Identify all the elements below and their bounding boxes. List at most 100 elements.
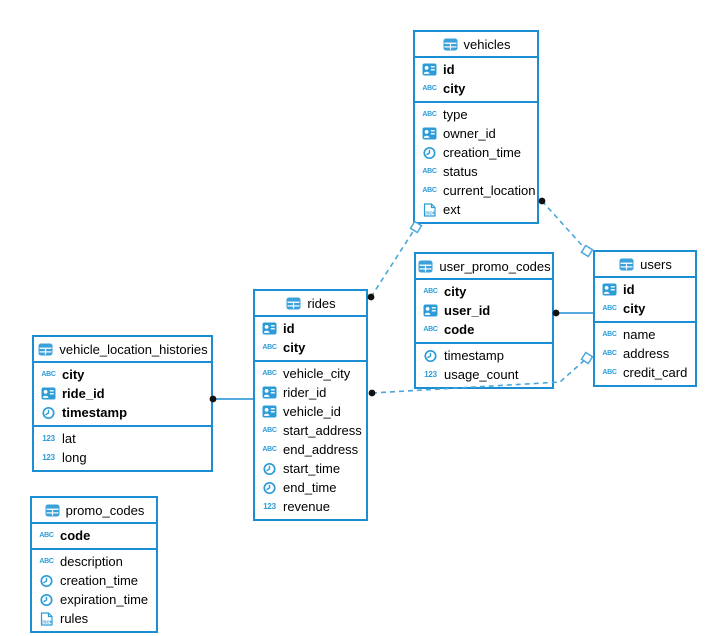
column-label: revenue bbox=[283, 499, 330, 514]
column-row-revenue[interactable]: 123 revenue bbox=[255, 497, 366, 516]
column-row-user_id[interactable]: user_id bbox=[416, 301, 552, 320]
column-label: id bbox=[623, 282, 635, 297]
column-row-ride_id[interactable]: ride_id bbox=[34, 384, 211, 403]
column-row-id[interactable]: id bbox=[415, 60, 537, 79]
column-row-creation_time[interactable]: creation_time bbox=[32, 571, 156, 590]
column-label: usage_count bbox=[444, 367, 519, 382]
table-name: vehicle_location_histories bbox=[59, 341, 208, 357]
column-label: status bbox=[443, 164, 478, 179]
column-row-rider_id[interactable]: rider_id bbox=[255, 383, 366, 402]
column-row-vehicle_id[interactable]: vehicle_id bbox=[255, 402, 366, 421]
timestamp-type-icon bbox=[40, 406, 57, 420]
json-type-icon: JSON bbox=[421, 202, 438, 217]
column-row-long[interactable]: 123 long bbox=[34, 448, 211, 467]
column-label: type bbox=[443, 107, 468, 122]
column-label: long bbox=[62, 450, 87, 465]
table-header[interactable]: vehicles bbox=[415, 32, 537, 56]
column-row-start_time[interactable]: start_time bbox=[255, 459, 366, 478]
number-type-icon: 123 bbox=[42, 453, 55, 462]
table-name: promo_codes bbox=[65, 502, 145, 518]
relationship-diamond-marker bbox=[580, 244, 594, 258]
string-type-icon: ABC bbox=[423, 326, 438, 333]
column-label: user_id bbox=[444, 303, 491, 318]
column-row-creation_time[interactable]: creation_time bbox=[415, 143, 537, 162]
string-type-icon: ABC bbox=[422, 85, 437, 92]
uuid-type-icon bbox=[261, 405, 278, 418]
string-type-icon: ABC bbox=[262, 427, 277, 434]
column-row-owner_id[interactable]: owner_id bbox=[415, 124, 537, 143]
column-label: code bbox=[60, 528, 91, 543]
svg-text:JSON: JSON bbox=[424, 210, 435, 215]
uuid-type-icon bbox=[422, 304, 439, 317]
string-type-icon: ABC bbox=[422, 111, 437, 118]
column-row-city[interactable]: ABC city bbox=[255, 338, 366, 357]
column-row-city[interactable]: ABC city bbox=[415, 79, 537, 98]
column-label: address bbox=[623, 346, 670, 361]
column-row-type[interactable]: ABC type bbox=[415, 105, 537, 124]
uuid-type-icon bbox=[421, 63, 438, 76]
column-label: vehicle_id bbox=[283, 404, 341, 419]
column-row-end_time[interactable]: end_time bbox=[255, 478, 366, 497]
column-row-timestamp[interactable]: timestamp bbox=[416, 346, 552, 365]
table-name: rides bbox=[307, 295, 336, 311]
number-type-icon: 123 bbox=[263, 502, 276, 511]
table-header[interactable]: users bbox=[595, 252, 695, 276]
timestamp-type-icon bbox=[261, 462, 278, 476]
column-label: credit_card bbox=[623, 365, 688, 380]
column-row-timestamp[interactable]: timestamp bbox=[34, 403, 211, 422]
column-label: city bbox=[443, 81, 466, 96]
relationship-diamond-marker bbox=[580, 351, 594, 365]
column-row-start_address[interactable]: ABC start_address bbox=[255, 421, 366, 440]
column-label: code bbox=[444, 322, 475, 337]
column-row-id[interactable]: id bbox=[255, 319, 366, 338]
column-row-expiration_time[interactable]: expiration_time bbox=[32, 590, 156, 609]
column-label: start_address bbox=[283, 423, 362, 438]
column-label: start_time bbox=[283, 461, 341, 476]
table-header[interactable]: vehicle_location_histories bbox=[34, 337, 211, 361]
string-type-icon: ABC bbox=[41, 371, 56, 378]
table-header[interactable]: rides bbox=[255, 291, 366, 315]
string-type-icon: ABC bbox=[262, 344, 277, 351]
relationship-dot-marker bbox=[367, 293, 375, 301]
timestamp-type-icon bbox=[422, 349, 439, 363]
table-header[interactable]: user_promo_codes bbox=[416, 254, 552, 278]
column-label: timestamp bbox=[444, 348, 504, 363]
column-row-id[interactable]: id bbox=[595, 280, 695, 299]
column-row-code[interactable]: ABC code bbox=[416, 320, 552, 339]
uuid-type-icon bbox=[601, 283, 618, 296]
relationship-dot-marker bbox=[538, 197, 546, 205]
column-label: city bbox=[444, 284, 467, 299]
timestamp-type-icon bbox=[261, 481, 278, 495]
table-header[interactable]: promo_codes bbox=[32, 498, 156, 522]
timestamp-type-icon bbox=[421, 146, 438, 160]
table-icon bbox=[618, 258, 635, 271]
column-label: name bbox=[623, 327, 656, 342]
column-label: city bbox=[283, 340, 306, 355]
